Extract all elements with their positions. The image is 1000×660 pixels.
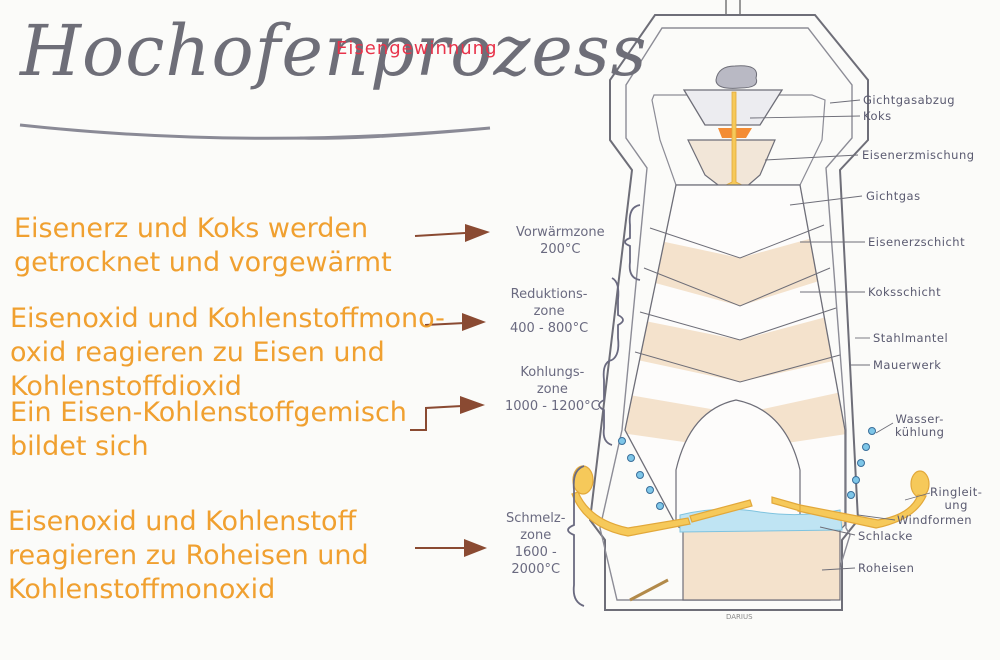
page-title: Hochofenprozess [20, 10, 648, 92]
iron-ore-layer [625, 225, 845, 306]
description-melting: Eisenoxid und Kohlenstoff reagieren zu R… [8, 506, 369, 605]
label-eisenerzmischung: Eisenerzmischung [862, 148, 975, 162]
zone-reduction: Reduktions- zone 400 - 800°C [510, 287, 589, 336]
signature: DARIUS [726, 613, 753, 621]
description-carburization: Ein Eisen-Kohlenstoffgemisch bildet sich [10, 397, 407, 462]
label-mauerwerk: Mauerwerk [873, 358, 942, 372]
zone-carburization: Kohlungs- zone 1000 - 1200°C [505, 365, 600, 414]
label-koksschicht: Koksschicht [868, 285, 942, 299]
zone-preheat: Vorwärmzone 200°C [516, 225, 605, 257]
description-reduction: Eisenoxid und Kohlenstoffmono- oxid reag… [10, 303, 445, 402]
zone-melting: Schmelz- zone 1600 - 2000°C [506, 511, 566, 577]
label-gichtgas: Gichtgas [866, 189, 921, 203]
label-roheisen: Roheisen [858, 561, 915, 575]
label-wasserkuehlung: Wasser- kühlung [895, 412, 945, 439]
label-ringleitung: Ringleit- ung [930, 485, 983, 512]
description-arrows [410, 224, 490, 557]
label-gichtgasabzug: Gichtgasabzug [863, 93, 956, 107]
label-koks: Koks [863, 109, 892, 123]
subtitle: Eisengewinnung [336, 38, 498, 59]
steel-shell [588, 14, 869, 611]
label-eisenerzschicht: Eisenerzschicht [868, 235, 966, 249]
description-preheat: Eisenerz und Koks werden getrocknet und … [14, 213, 392, 278]
title-underline [19, 123, 491, 140]
label-stahlmantel: Stahlmantel [873, 331, 949, 345]
label-schlacke: Schlacke [858, 529, 913, 543]
label-windformen: Windformen [897, 513, 973, 527]
water-cooling-dots [618, 427, 876, 510]
